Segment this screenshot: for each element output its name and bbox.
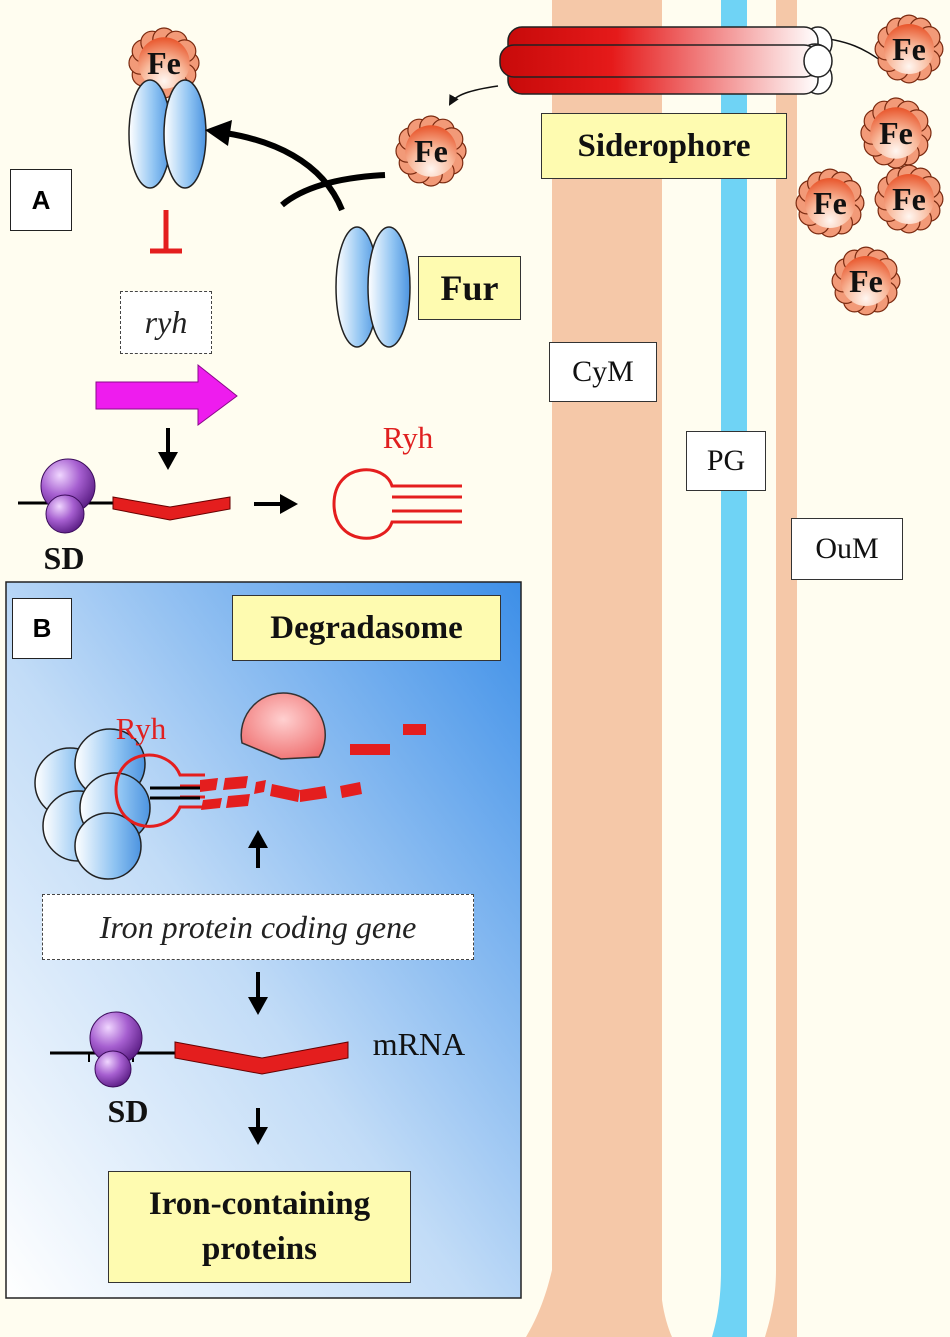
- outer-membrane-band: [765, 0, 797, 1337]
- fe-label: Fe: [414, 133, 448, 169]
- fur-dimer-top-icon: [128, 79, 207, 189]
- repression-symbol: [150, 210, 182, 254]
- ribosome-top-icon: [40, 458, 96, 534]
- siderophore-icon: [448, 26, 881, 106]
- fe-cluster-icon: Fe: [831, 246, 901, 316]
- sd-label-bottom: SD: [107, 1092, 149, 1129]
- promoter-arrow: [95, 363, 238, 426]
- down-arrow-b1: [248, 972, 268, 1015]
- rnase-pacman-icon: [240, 692, 326, 760]
- fe-cluster-icon: Fe: [795, 168, 865, 238]
- oum-label: OuM: [791, 518, 903, 580]
- down-arrow-top: [158, 428, 178, 470]
- fe-cluster-icon: Fe: [395, 115, 467, 187]
- fe-label: Fe: [879, 115, 913, 151]
- peptidoglycan-band: [712, 0, 747, 1337]
- iron-gene-label: Iron protein coding gene: [42, 894, 474, 960]
- cytoplasmic-membrane-band: [526, 0, 672, 1337]
- panel-label-a: A: [10, 169, 72, 231]
- fe-label: Fe: [892, 181, 926, 217]
- fur-dimer-bottom-icon: [335, 226, 411, 348]
- fur-binding-arrow: [205, 120, 386, 212]
- fe-cluster-icon: Fe: [860, 97, 932, 169]
- fe-cluster-icon: Fe: [128, 27, 200, 99]
- fe-label: Fe: [892, 31, 926, 67]
- down-arrow-b2: [248, 1108, 268, 1145]
- panel-label-b: B: [12, 598, 72, 659]
- fe-cluster-icon: Fe: [874, 164, 944, 234]
- iron-proteins-label: Iron-containing proteins: [108, 1171, 411, 1283]
- ryh-rna-label-bottom: Ryh: [115, 711, 167, 746]
- sd-label-top: SD: [43, 539, 85, 576]
- ribosome-bottom-icon: [89, 1011, 143, 1088]
- degradasome-complex-icon: [34, 728, 151, 880]
- ryh-hairpin-top-icon: [332, 468, 462, 540]
- pg-label: PG: [686, 431, 766, 491]
- fe-label: Fe: [849, 263, 883, 299]
- fe-cluster-icon: Fe: [874, 14, 944, 84]
- ryh-gene-label: ryh: [120, 291, 212, 354]
- up-arrow-b: [248, 830, 268, 868]
- iron-proteins-line2: proteins: [202, 1231, 317, 1267]
- fur-label: Fur: [418, 256, 521, 320]
- degraded-mrna-fragments: [150, 724, 426, 810]
- ryh-rna-label-top: Ryh: [382, 420, 434, 455]
- cym-label: CyM: [549, 342, 657, 402]
- right-arrow-top: [254, 494, 298, 514]
- fe-label: Fe: [813, 185, 847, 221]
- mrna-label: mRNA: [372, 1025, 466, 1062]
- degradasome-label: Degradasome: [232, 595, 501, 661]
- fe-label: Fe: [147, 45, 181, 81]
- iron-proteins-line1: Iron-containing: [148, 1186, 371, 1223]
- siderophore-label: Siderophore: [541, 113, 787, 179]
